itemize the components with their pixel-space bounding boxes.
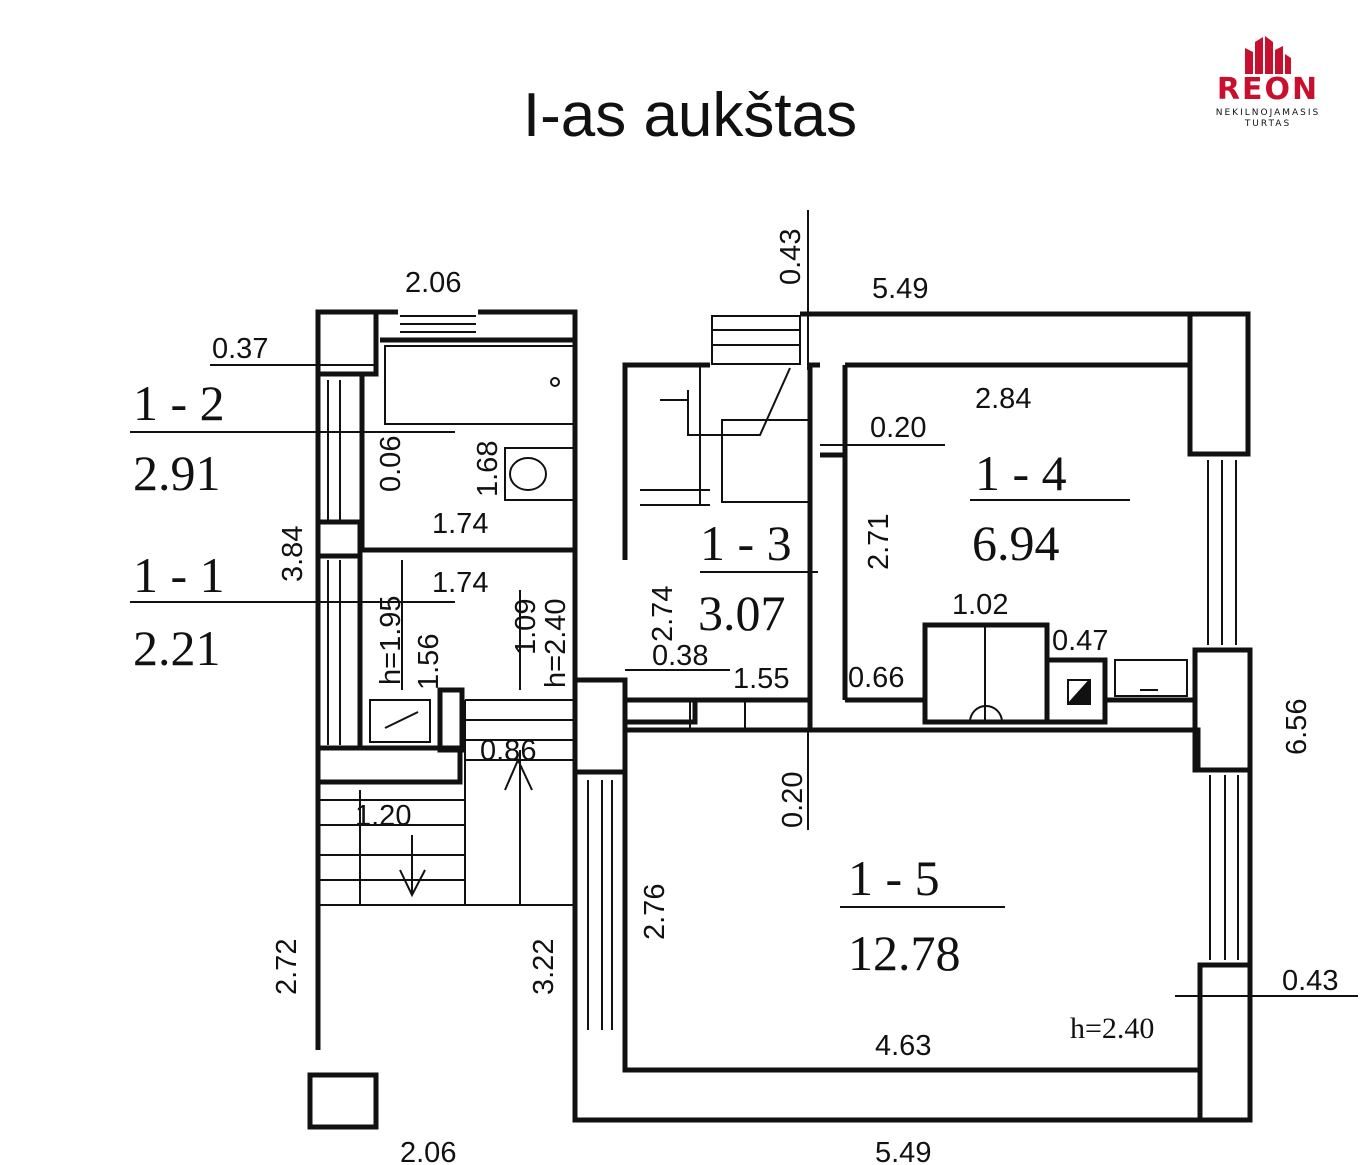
height-label-3: h=2.40 bbox=[1070, 1012, 1154, 1045]
room-1-5-label: 1 - 5 bbox=[848, 850, 940, 906]
dim-384: 3.84 bbox=[277, 526, 309, 582]
dim-463: 4.63 bbox=[875, 1030, 931, 1062]
dim-174a: 1.74 bbox=[432, 508, 488, 540]
dim-086: 0.86 bbox=[480, 735, 536, 767]
dim-274: 2.74 bbox=[647, 586, 679, 642]
dim-272: 2.72 bbox=[271, 939, 303, 995]
dim-102: 1.02 bbox=[952, 589, 1008, 621]
room-1-4-area: 6.94 bbox=[972, 515, 1060, 571]
height-label-2: h=2.40 bbox=[540, 598, 572, 688]
dim-bottom-right-width: 5.49 bbox=[875, 1137, 931, 1165]
dim-109: 1.09 bbox=[510, 599, 542, 655]
walls bbox=[307, 309, 1253, 1130]
dim-020a: 0.20 bbox=[870, 412, 926, 444]
height-labels: h=1.95 h=2.40 h=2.40 bbox=[375, 595, 1154, 1045]
dimension-lines bbox=[130, 210, 1358, 997]
dim-top-right-width: 5.49 bbox=[872, 273, 928, 305]
dim-174b: 1.74 bbox=[432, 567, 488, 599]
logo-subtitle-2: TURTAS bbox=[1244, 119, 1292, 129]
dimension-labels: 2.06 5.49 2.06 5.49 0.43 0.43 0.37 0.06 … bbox=[212, 229, 1338, 1165]
dim-top-mark: 0.43 bbox=[775, 229, 807, 285]
dim-168: 1.68 bbox=[472, 441, 504, 497]
dim-wall-037: 0.37 bbox=[212, 333, 268, 365]
dim-038: 0.38 bbox=[652, 640, 708, 672]
room-1-3-label: 1 - 3 bbox=[700, 515, 792, 571]
dim-156: 1.56 bbox=[413, 634, 445, 690]
dim-284: 2.84 bbox=[975, 383, 1031, 415]
room-1-5-area: 12.78 bbox=[848, 925, 961, 981]
dim-322: 3.22 bbox=[528, 939, 560, 995]
room-1-2-area: 2.91 bbox=[133, 445, 221, 501]
room-1-1-area: 2.21 bbox=[133, 620, 221, 676]
logo-wordmark: REON bbox=[1216, 72, 1320, 107]
room-labels: 1 - 2 2.91 1 - 1 2.21 1 - 3 3.07 1 - 4 6… bbox=[133, 375, 1067, 981]
dim-155: 1.55 bbox=[733, 663, 789, 695]
height-label-1: h=1.95 bbox=[375, 595, 407, 685]
room-1-3-area: 3.07 bbox=[698, 585, 786, 641]
room-1-1-label: 1 - 1 bbox=[133, 547, 225, 603]
dim-066: 0.66 bbox=[848, 662, 904, 694]
dim-047: 0.47 bbox=[1052, 625, 1108, 657]
logo-subtitle-1: NEKILNOJAMASIS bbox=[1215, 108, 1321, 118]
dim-020b: 0.20 bbox=[777, 772, 809, 828]
dim-top-left-width: 2.06 bbox=[405, 267, 461, 299]
room-1-2-label: 1 - 2 bbox=[133, 375, 225, 431]
company-logo: REON NEKILNOJAMASIS TURTAS bbox=[1195, 34, 1345, 134]
room-1-4-label: 1 - 4 bbox=[975, 445, 1067, 501]
dim-006: 0.06 bbox=[375, 436, 407, 492]
fixtures bbox=[320, 315, 1239, 1030]
logo-buildings-icon bbox=[1245, 36, 1291, 74]
dim-bottom-left-width: 2.06 bbox=[400, 1137, 456, 1165]
dim-656: 6.56 bbox=[1281, 699, 1313, 755]
dim-right-mark: 0.43 bbox=[1282, 965, 1338, 997]
dim-120: 1.20 bbox=[355, 800, 411, 832]
page-title: I-as aukštas bbox=[522, 81, 858, 150]
dim-271: 2.71 bbox=[863, 514, 895, 570]
dim-276: 2.76 bbox=[639, 884, 671, 940]
